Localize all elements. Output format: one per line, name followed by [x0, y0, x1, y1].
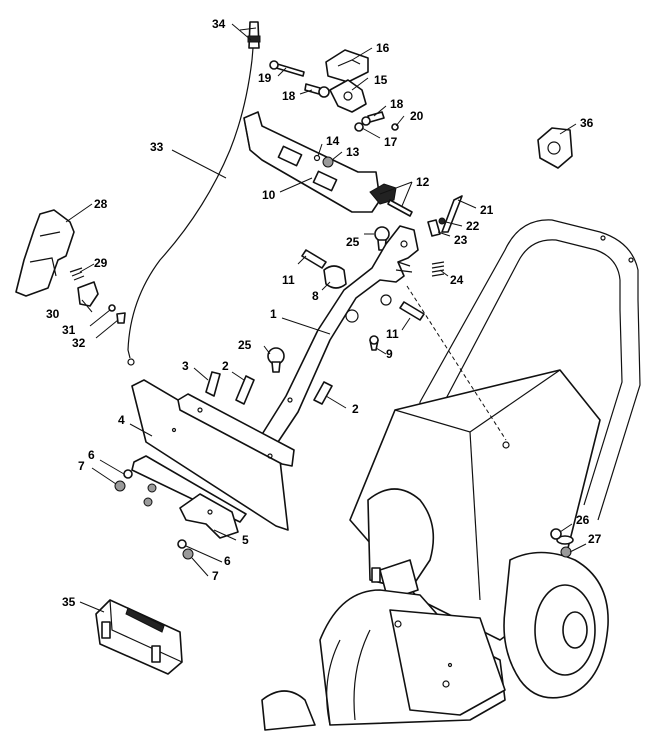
label-18b: 18 [390, 97, 404, 111]
label-6b: 6 [224, 554, 231, 568]
ring-22 [438, 217, 446, 225]
label-17: 17 [384, 135, 398, 149]
knob-25b [267, 347, 285, 373]
label-23: 23 [454, 233, 468, 247]
label-4: 4 [118, 413, 125, 427]
bolt-2a [235, 375, 255, 405]
label-16: 16 [376, 41, 390, 55]
spring-24 [431, 261, 445, 277]
bolt-3 [205, 371, 221, 397]
label-22: 22 [466, 219, 480, 233]
label-13: 13 [346, 145, 360, 159]
cable-tip [127, 358, 135, 366]
mower-body [261, 285, 609, 731]
spring-clip-14 [313, 154, 321, 162]
label-7a: 7 [78, 459, 85, 473]
label-2b: 2 [352, 402, 359, 416]
label-2a: 2 [222, 359, 229, 373]
roller-11a [301, 249, 327, 269]
label-32: 32 [72, 336, 86, 350]
label-3: 3 [182, 359, 189, 373]
nut-7c [143, 497, 153, 507]
nut-13 [322, 156, 334, 168]
block-35 [95, 599, 183, 675]
nut-7a [114, 480, 126, 492]
label-12: 12 [416, 175, 430, 189]
label-14: 14 [326, 134, 340, 148]
label-35: 35 [62, 595, 76, 609]
label-1: 1 [270, 307, 277, 321]
side-cover-28 [15, 209, 75, 297]
label-21: 21 [480, 203, 494, 217]
label-11a: 11 [282, 273, 295, 287]
screw-32 [116, 312, 126, 324]
nut-6c [147, 483, 157, 493]
washer-6a [123, 469, 133, 479]
knob-screw-12 [369, 183, 413, 217]
cable-end-34 [247, 21, 261, 61]
nut-7b [182, 548, 194, 560]
label-31: 31 [62, 323, 76, 337]
label-26: 26 [576, 513, 590, 527]
label-33: 33 [150, 140, 164, 154]
roller-11b [399, 301, 425, 321]
label-36: 36 [580, 116, 594, 130]
handle-bracket-1 [255, 225, 419, 455]
label-34: 34 [212, 17, 226, 31]
lever-30 [77, 281, 99, 307]
washer-31 [108, 304, 116, 312]
label-10: 10 [262, 188, 276, 202]
label-28: 28 [94, 197, 108, 211]
washer-6b [177, 539, 187, 549]
clip-36 [537, 127, 573, 169]
label-9: 9 [386, 347, 393, 361]
label-25a: 25 [346, 235, 360, 249]
label-11b: 11 [386, 327, 399, 341]
label-24: 24 [450, 273, 464, 287]
label-15: 15 [374, 73, 388, 87]
bracket-15 [329, 79, 367, 113]
bolt-21 [441, 195, 463, 233]
nut-27 [560, 546, 572, 558]
washer-17 [354, 122, 364, 132]
control-cable-33 [127, 59, 253, 359]
long-pin-19 [269, 60, 305, 77]
plate-4 [131, 379, 295, 531]
label-7b: 7 [212, 569, 219, 583]
bolt-2b [313, 381, 333, 405]
screw-23 [427, 219, 441, 237]
clamp-5 [131, 455, 247, 539]
label-29: 29 [94, 256, 108, 270]
label-19: 19 [258, 71, 272, 85]
pin-18b [361, 111, 385, 126]
callout-labels: 34 16 19 15 18 18 20 17 36 33 14 13 10 1… [46, 17, 602, 609]
label-6a: 6 [88, 448, 95, 462]
spring-29 [69, 267, 85, 281]
pin-18a [304, 83, 330, 98]
label-20: 20 [410, 109, 424, 123]
leader-lines [65, 23, 587, 613]
label-8: 8 [312, 289, 319, 303]
label-25b: 25 [238, 338, 252, 352]
label-5: 5 [242, 533, 249, 547]
label-27: 27 [588, 532, 602, 546]
label-30: 30 [46, 307, 60, 321]
label-18a: 18 [282, 89, 296, 103]
washer-26 [550, 528, 562, 540]
cap-16 [325, 49, 369, 83]
